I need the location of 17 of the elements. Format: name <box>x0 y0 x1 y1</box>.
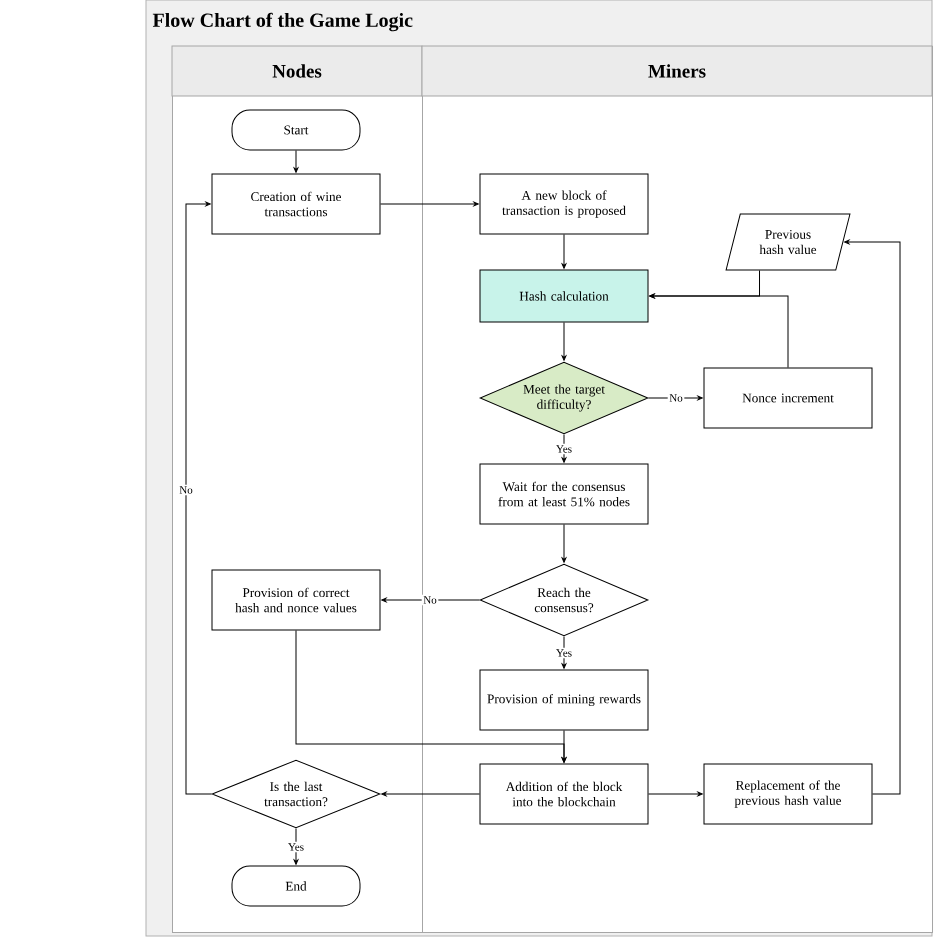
arrow <box>561 524 567 563</box>
arrow <box>649 293 789 368</box>
arrow <box>381 597 480 603</box>
title: Flow Chart of the Game Logic <box>152 12 413 32</box>
arrow <box>561 322 567 361</box>
arrow <box>380 201 479 207</box>
arrow <box>561 730 567 763</box>
arrow <box>648 791 703 797</box>
arrow <box>844 239 901 795</box>
arrow <box>381 791 480 797</box>
arrow <box>561 636 567 669</box>
arrow <box>561 434 567 463</box>
arrow <box>293 150 299 173</box>
arrow <box>648 395 703 401</box>
arrow <box>293 828 299 865</box>
arrow <box>561 234 567 269</box>
arrow <box>185 201 212 795</box>
